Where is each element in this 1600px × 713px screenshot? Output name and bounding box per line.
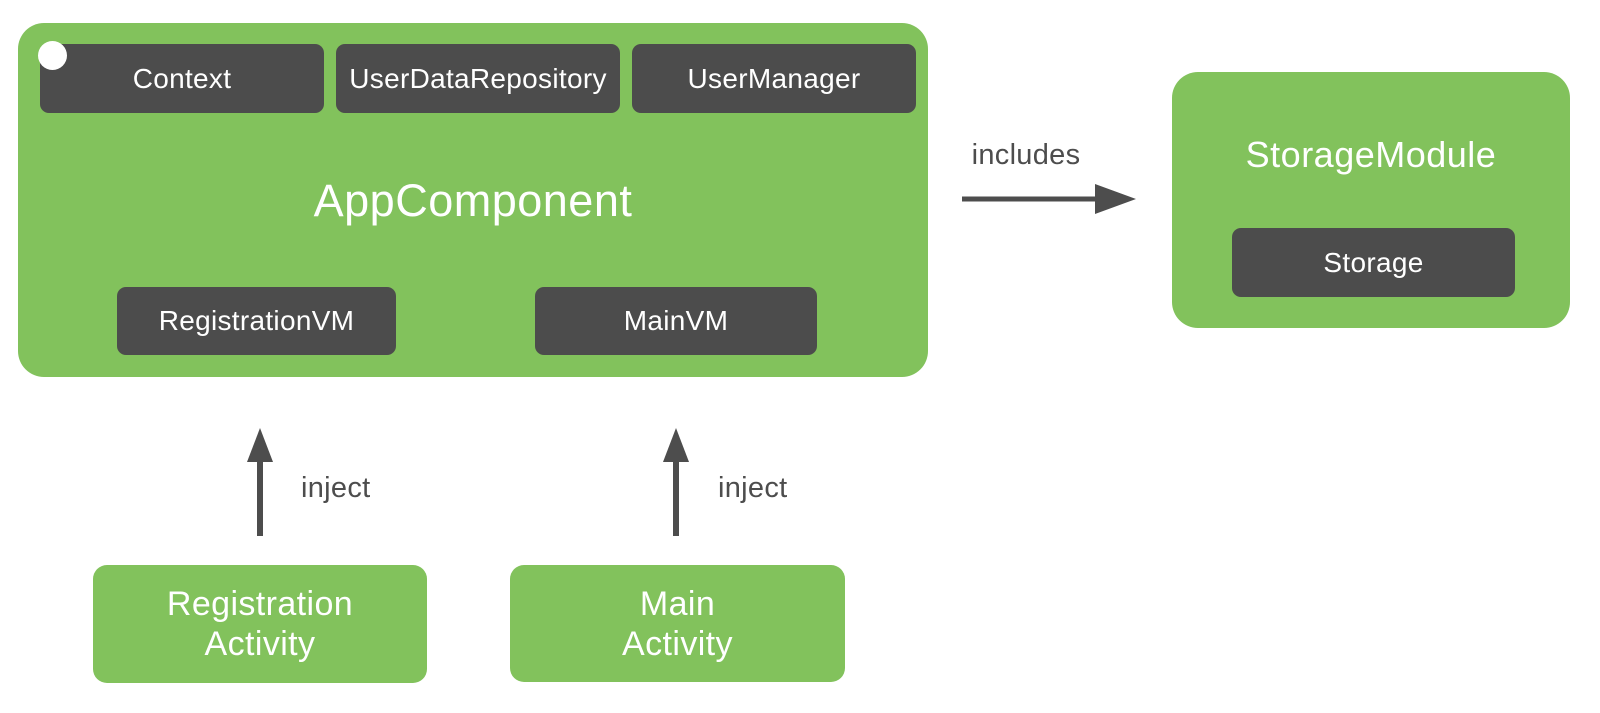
app-component-box: Context UserDataRepository UserManager A… — [18, 23, 928, 377]
scope-dot-icon — [38, 41, 67, 70]
dependency-storage-box: Storage — [1232, 228, 1515, 297]
viewmodel-registrationvm-box: RegistrationVM — [117, 287, 396, 355]
inject-arrow-main-icon — [663, 428, 689, 536]
registration-activity-label-line2: Activity — [204, 625, 316, 663]
main-activity-label-line1: Main — [639, 584, 716, 623]
registration-activity-box: Registration Activity — [93, 565, 427, 683]
main-activity-label-line2: Activity — [622, 624, 733, 663]
inject-label-main: inject — [718, 472, 788, 504]
viewmodel-mainvm-box: MainVM — [535, 287, 817, 355]
inject-label-registration: inject — [301, 472, 371, 504]
dependency-context-box: Context — [40, 44, 324, 113]
storage-module-box: StorageModule Storage — [1172, 72, 1570, 328]
app-component-title: AppComponent — [313, 175, 633, 226]
storage-module-title: StorageModule — [1245, 134, 1497, 175]
dependency-usermanager-box: UserManager — [632, 44, 916, 113]
dependency-userdatarepository-box: UserDataRepository — [336, 44, 620, 113]
main-activity-box: Main Activity — [510, 565, 845, 682]
includes-label: includes — [971, 139, 1081, 171]
registration-activity-label-line1: Registration — [166, 585, 354, 623]
includes-arrow-icon — [962, 184, 1136, 214]
inject-arrow-registration-icon — [247, 428, 273, 536]
